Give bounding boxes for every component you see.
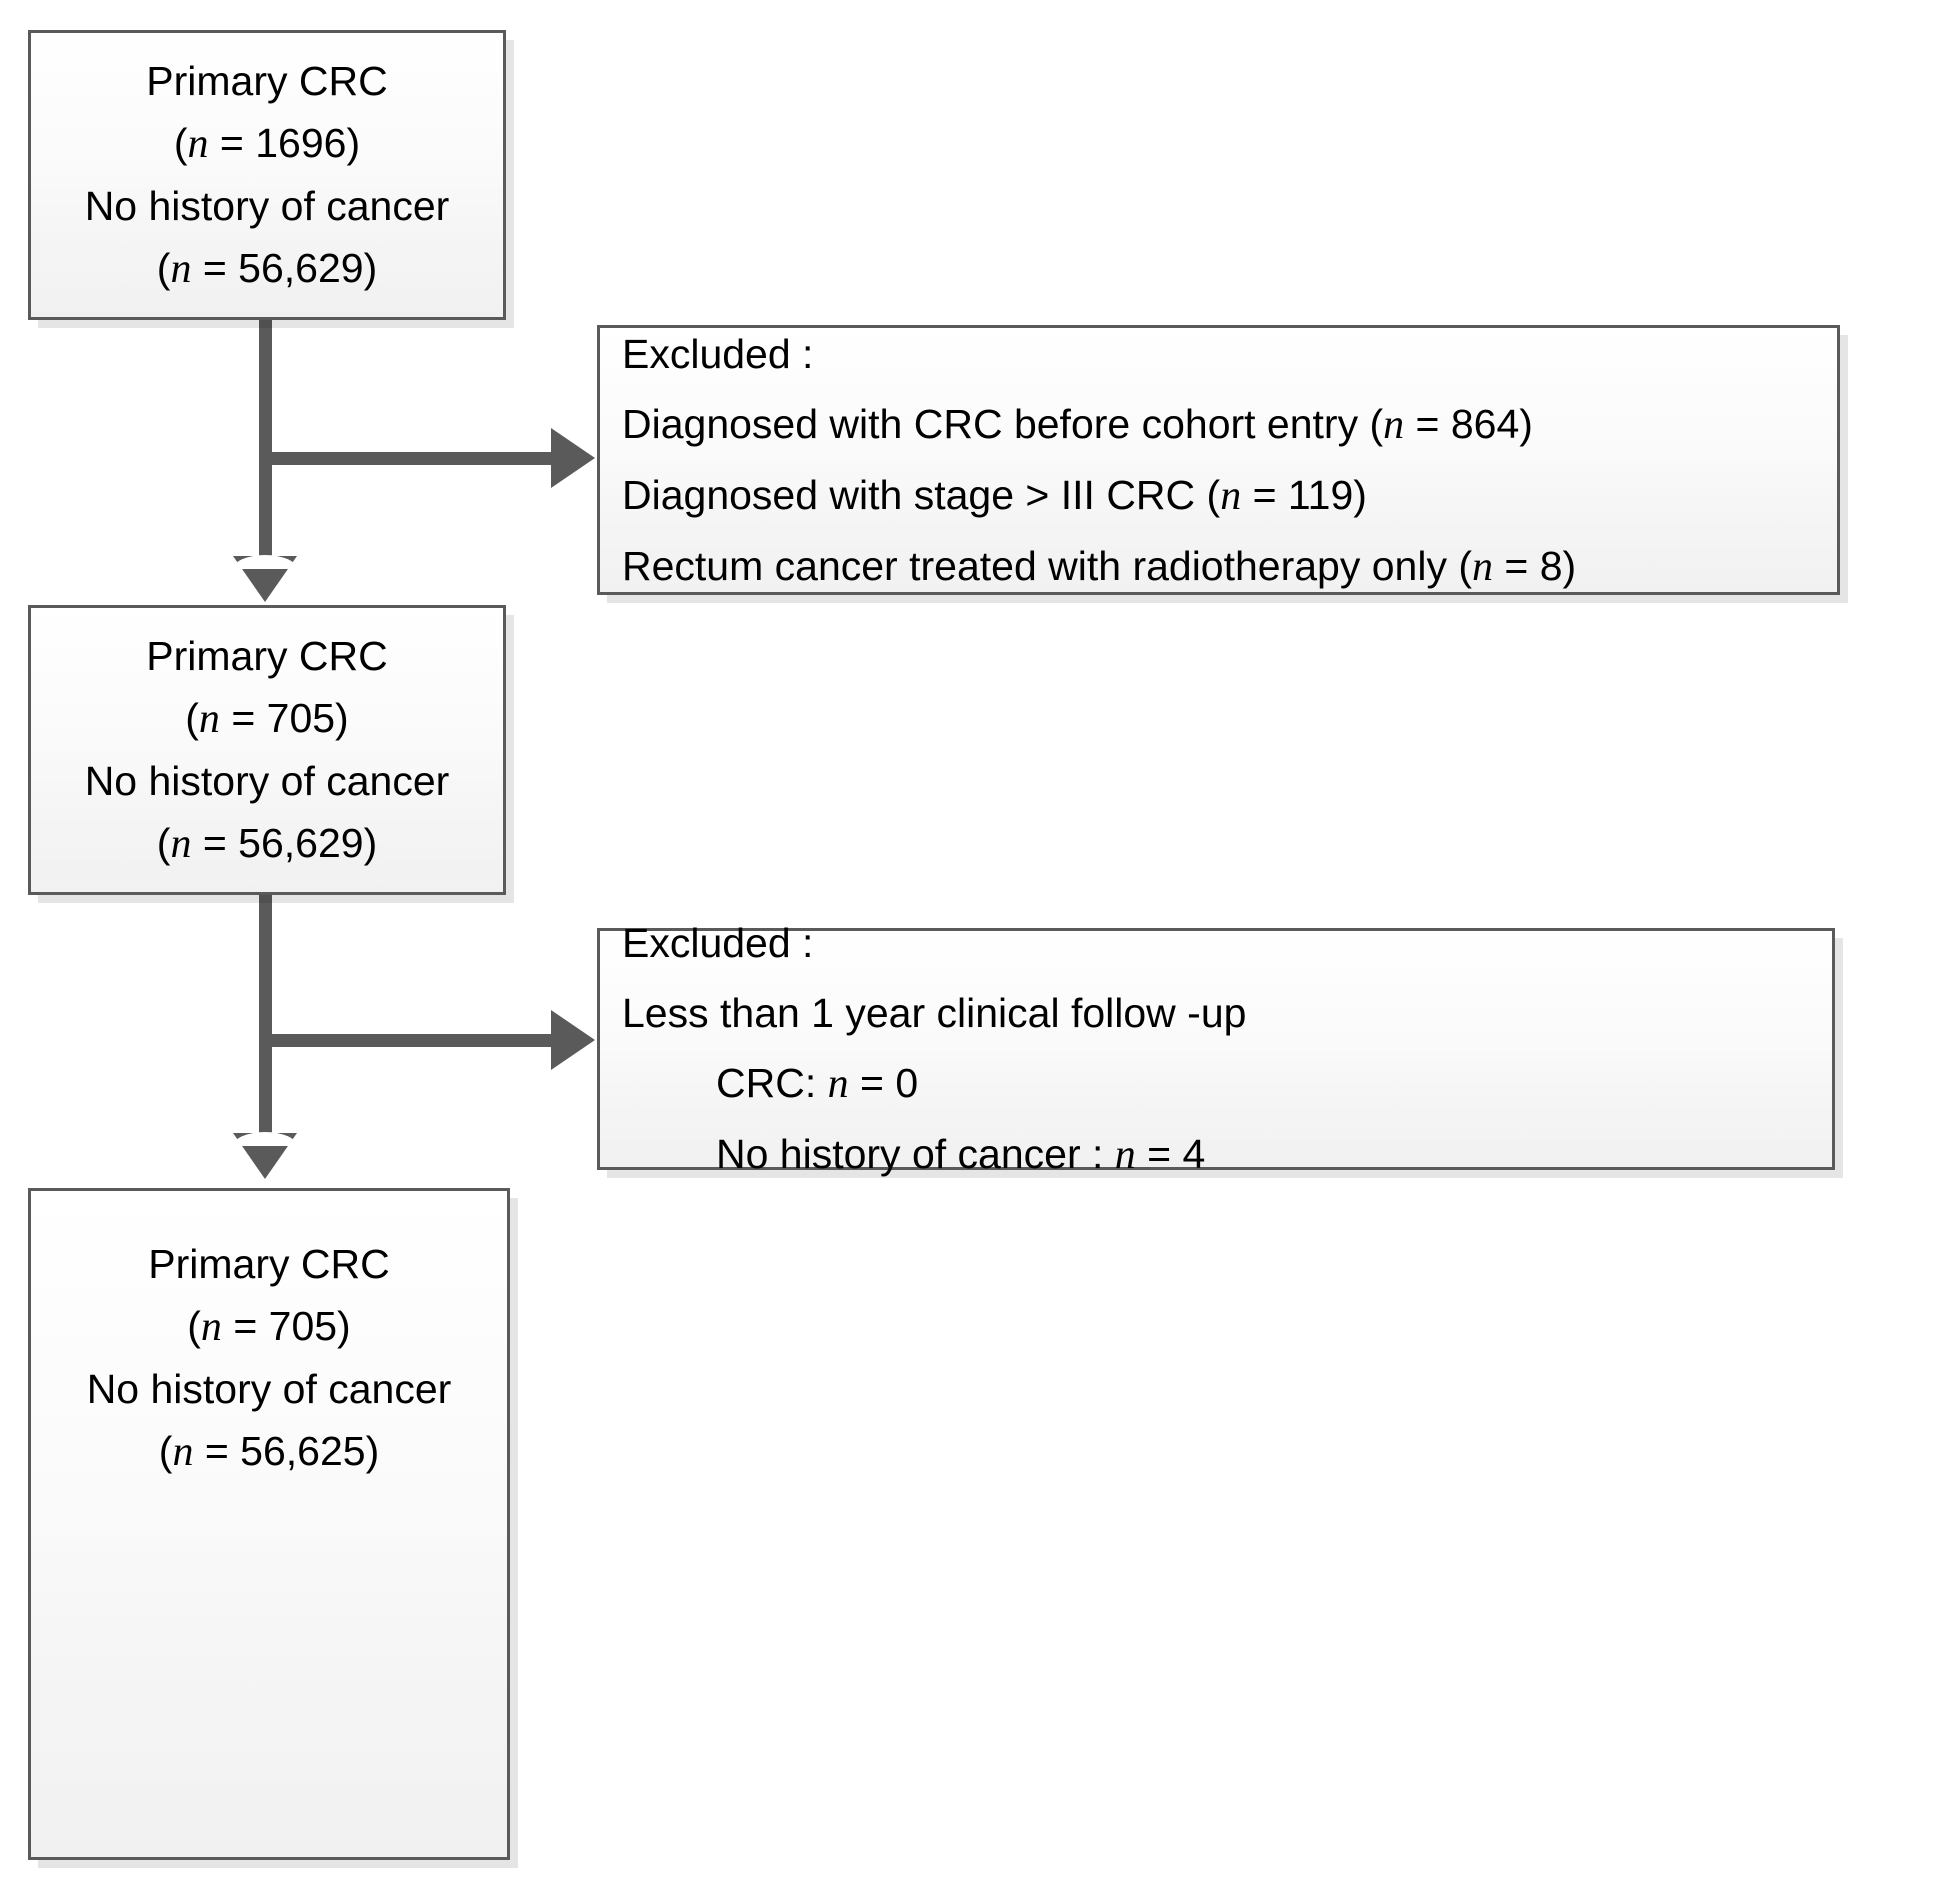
italic-n: n [1114, 1132, 1136, 1178]
line-suffix: = 705) [221, 1303, 351, 1349]
box-line: (n = 705) [187, 1295, 350, 1358]
line-suffix: = 56,629) [191, 820, 378, 866]
italic-n: n [200, 1304, 222, 1350]
line-prefix: ( [173, 120, 188, 166]
connector-trunk-2 [259, 892, 272, 1137]
italic-n: n [827, 1061, 849, 1107]
box-cohort-after-first-exclusion: Primary CRC (n = 705) No history of canc… [28, 605, 506, 895]
exclusion-line: Diagnosed with stage > III CRC (n = 119) [622, 460, 1367, 531]
line-prefix: CRC: [716, 1060, 828, 1106]
italic-n: n [198, 696, 220, 742]
arrow-down-to-box2 [233, 556, 297, 602]
line-suffix: = 56,629) [191, 245, 378, 291]
line-suffix: = 119) [1241, 471, 1367, 518]
box-cohort-initial: Primary CRC (n = 1696) No history of can… [28, 30, 506, 320]
box-line: (n = 705) [185, 687, 348, 750]
connector-branch-2 [259, 1034, 555, 1047]
italic-n: n [170, 821, 192, 867]
connector-branch-1 [259, 452, 555, 465]
arrow-right-to-exclusion-1 [551, 428, 595, 488]
box-line: Primary CRC [148, 1241, 390, 1287]
exclusion-heading: Excluded : [622, 920, 814, 966]
italic-n: n [1220, 472, 1242, 519]
box-line: (n = 56,629) [157, 237, 377, 300]
box-line: (n = 56,625) [159, 1420, 379, 1483]
box-exclusion-first: Excluded : Diagnosed with CRC before coh… [597, 325, 1840, 595]
box-line: No history of cancer [84, 758, 450, 804]
connector-trunk-1 [259, 318, 272, 560]
line-suffix: = 1696) [208, 120, 361, 166]
line-prefix: ( [156, 245, 171, 291]
box-line: No history of cancer [86, 1366, 452, 1412]
line-prefix: Diagnosed with CRC before cohort entry ( [622, 400, 1384, 447]
box-exclusion-second: Excluded : Less than 1 year clinical fol… [597, 920, 1835, 1178]
italic-n: n [1472, 543, 1494, 590]
box-line: (n = 56,629) [157, 812, 377, 875]
box-line: Primary CRC [146, 633, 388, 679]
box-line: (n = 1696) [174, 112, 360, 175]
exclusion-line: Less than 1 year clinical follow -up [622, 978, 1246, 1048]
exclusion-line: Rectum cancer treated with radiotherapy … [622, 531, 1576, 602]
line-suffix: = 4 [1135, 1131, 1206, 1177]
exclusion-line: Diagnosed with CRC before cohort entry (… [622, 389, 1533, 460]
line-prefix: ( [187, 1303, 201, 1349]
exclusion-line: No history of cancer : n = 4 [622, 1119, 1205, 1190]
line-prefix: ( [156, 820, 171, 866]
line-prefix: ( [158, 1428, 173, 1474]
line-suffix: = 56,625) [193, 1428, 380, 1474]
line-prefix: ( [185, 695, 199, 741]
line-prefix: Rectum cancer treated with radiotherapy … [622, 542, 1473, 589]
italic-n: n [187, 121, 209, 167]
arrow-right-to-exclusion-2 [551, 1010, 595, 1070]
line-prefix: Less than 1 year clinical follow -up [622, 990, 1247, 1036]
line-prefix: No history of cancer : [716, 1131, 1115, 1177]
italic-n: n [1383, 401, 1405, 448]
italic-n: n [170, 246, 192, 292]
italic-n: n [172, 1429, 194, 1475]
line-prefix: Diagnosed with stage > III CRC ( [622, 471, 1221, 518]
line-suffix: = 8) [1493, 542, 1577, 589]
exclusion-heading: Excluded : [622, 330, 814, 377]
arrow-down-to-box3 [233, 1133, 297, 1179]
line-suffix: = 864) [1404, 400, 1533, 447]
box-line: No history of cancer [84, 183, 450, 229]
line-suffix: = 705) [219, 695, 349, 741]
box-line: Primary CRC [146, 58, 388, 104]
line-suffix: = 0 [848, 1060, 919, 1106]
box-cohort-final: Primary CRC (n = 705) No history of canc… [28, 1188, 510, 1860]
exclusion-line: CRC: n = 0 [622, 1048, 918, 1119]
